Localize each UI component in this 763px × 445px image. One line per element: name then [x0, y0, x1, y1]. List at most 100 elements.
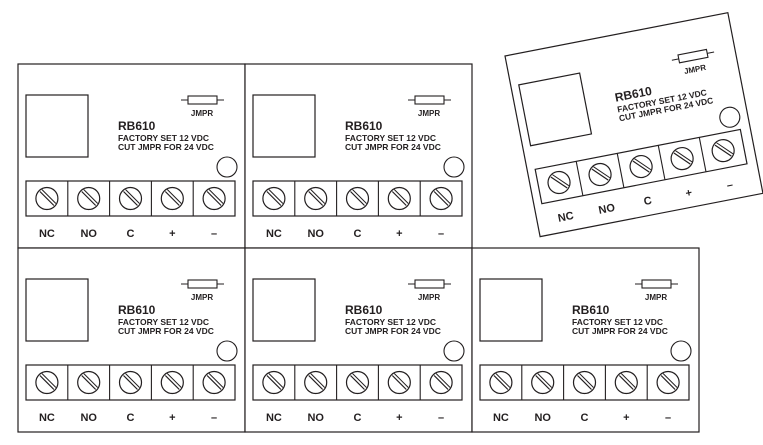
- factory-set-text: FACTORY SET 12 VDC: [345, 317, 436, 327]
- terminal-label: +: [623, 412, 629, 424]
- terminal-label: –: [438, 228, 444, 240]
- terminal-label: NC: [39, 412, 55, 424]
- screw-slot: [393, 189, 409, 204]
- screw-slot: [125, 189, 140, 204]
- screw-slot: [308, 375, 324, 390]
- terminal-label: C: [354, 228, 362, 240]
- screw-slot: [164, 375, 180, 390]
- screw-slot: [39, 191, 55, 206]
- relay-block: [518, 72, 593, 147]
- screw-slot: [268, 189, 284, 204]
- relay-block: [252, 94, 316, 158]
- mounting-hole: [443, 156, 465, 178]
- screw-slot: [81, 191, 97, 206]
- board-outline: [17, 247, 246, 433]
- terminal-label: NO: [307, 228, 324, 240]
- jumper-label: JMPR: [418, 293, 440, 302]
- screw-slot: [591, 168, 609, 181]
- relay-block: [25, 94, 89, 158]
- screw-slot: [206, 375, 222, 390]
- factory-set-text: FACTORY SET 12 VDC: [345, 133, 436, 143]
- terminal-label: NC: [39, 228, 55, 240]
- screw-slot: [206, 191, 222, 206]
- screw-slot: [41, 189, 57, 204]
- terminal-label: +: [169, 228, 175, 240]
- terminal-label: –: [438, 412, 444, 424]
- terminal-label: NO: [307, 412, 324, 424]
- screw-slot: [675, 150, 693, 163]
- screw-slot: [310, 373, 326, 388]
- screw-slot: [266, 375, 282, 390]
- mounting-hole: [719, 106, 741, 128]
- terminal-strip: [479, 364, 690, 401]
- mounting-hole: [216, 340, 238, 362]
- screw-slot: [435, 189, 451, 204]
- jumper-lead-right: [707, 51, 715, 54]
- screw-slot: [593, 166, 611, 179]
- terminal-strip: [534, 128, 748, 205]
- screw-slot: [391, 375, 407, 390]
- terminal-label: –: [726, 179, 734, 192]
- screw-slot: [41, 373, 57, 388]
- screw-slot: [268, 373, 284, 388]
- terminal-label: NC: [266, 412, 282, 424]
- screw-slot: [83, 189, 99, 204]
- jumper-label: JMPR: [191, 293, 213, 302]
- screw-slot: [552, 174, 570, 187]
- terminal-divider: [616, 153, 625, 188]
- board-outline: [244, 247, 473, 433]
- screw-slot: [164, 191, 180, 206]
- cut-jumper-text: CUT JMPR FOR 24 VDC: [118, 142, 214, 152]
- screw-slot: [433, 375, 449, 390]
- terminal-label: C: [354, 412, 362, 424]
- screw-slot: [577, 375, 592, 390]
- terminal-label: +: [396, 412, 402, 424]
- terminal-label: NO: [80, 412, 97, 424]
- terminal-divider: [575, 161, 584, 196]
- model-label: RB610: [118, 303, 156, 317]
- screw-slot: [308, 191, 324, 206]
- board-outline: [471, 247, 700, 433]
- screw-slot: [620, 373, 636, 388]
- terminal-label: NC: [266, 228, 282, 240]
- screw-slot: [166, 189, 182, 204]
- terminal-divider: [698, 137, 707, 172]
- jumper-label: JMPR: [645, 293, 667, 302]
- screw-slot: [39, 375, 55, 390]
- screw-slot: [714, 144, 732, 157]
- relay-block: [252, 278, 316, 342]
- terminal-label: C: [127, 228, 135, 240]
- screw-slot: [433, 191, 449, 206]
- terminal-label: NO: [534, 412, 551, 424]
- cut-jumper-text: CUT JMPR FOR 24 VDC: [345, 142, 441, 152]
- screw-slot: [537, 373, 553, 388]
- cut-jumper-text: CUT JMPR FOR 24 VDC: [118, 326, 214, 336]
- terminal-strip: [252, 364, 463, 401]
- model-label: RB610: [345, 303, 383, 317]
- screw-slot: [208, 189, 224, 204]
- screw-slot: [618, 375, 634, 390]
- screw-slot: [123, 191, 138, 206]
- screw-slot: [208, 373, 224, 388]
- terminal-strip: [25, 180, 236, 217]
- cut-jumper-text: CUT JMPR FOR 24 VDC: [572, 326, 668, 336]
- model-label: RB610: [572, 303, 610, 317]
- screw-slot: [495, 373, 511, 388]
- relay-block: [479, 278, 543, 342]
- factory-set-text: FACTORY SET 12 VDC: [118, 317, 209, 327]
- terminal-label: +: [169, 412, 175, 424]
- mounting-hole: [443, 340, 465, 362]
- mounting-hole: [670, 340, 692, 362]
- screw-slot: [393, 373, 409, 388]
- screw-slot: [83, 373, 99, 388]
- terminal-label: –: [211, 412, 217, 424]
- jumper-label: JMPR: [683, 63, 707, 76]
- terminal-label: –: [665, 412, 671, 424]
- screw-slot: [266, 191, 282, 206]
- screw-slot: [310, 189, 326, 204]
- screw-slot: [391, 191, 407, 206]
- terminal-label: NC: [557, 210, 575, 225]
